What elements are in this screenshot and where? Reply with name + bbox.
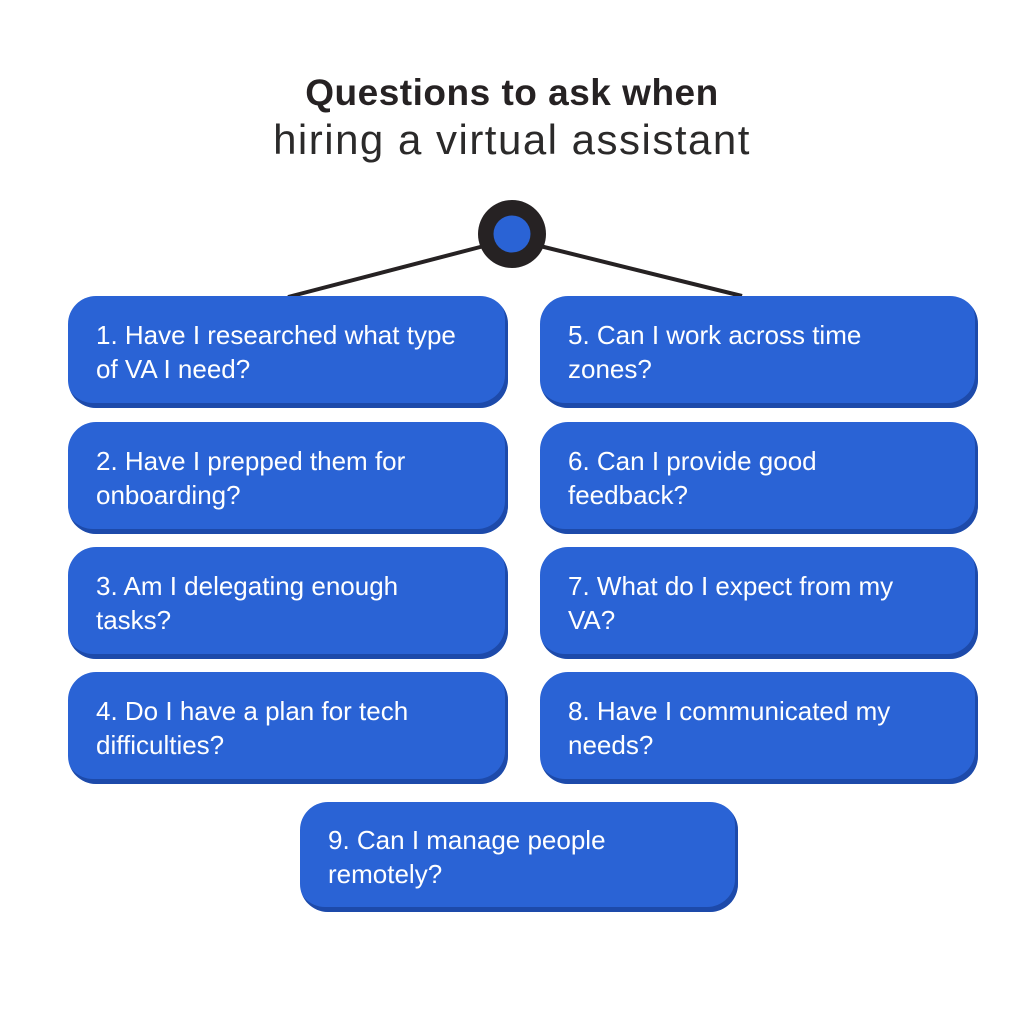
question-text-4: 4. Do I have a plan for tech difficultie… <box>96 695 409 760</box>
page-title: Questions to ask when hiring a virtual a… <box>0 72 1024 164</box>
root-node-ring-icon <box>478 200 546 268</box>
question-text-5: 5. Can I work across time zones? <box>568 319 862 384</box>
question-text-9: 9. Can I manage people remotely? <box>328 824 606 889</box>
question-text-1: 1. Have I researched what type of VA I n… <box>96 319 456 384</box>
question-card-7: 7. What do I expect from my VA? <box>540 547 978 659</box>
question-card-6: 6. Can I provide good feedback? <box>540 422 978 534</box>
question-text-2: 2. Have I prepped them for onboarding? <box>96 445 406 510</box>
connector-line-left <box>287 244 485 299</box>
question-card-4: 4. Do I have a plan for tech difficultie… <box>68 672 508 784</box>
question-card-9: 9. Can I manage people remotely? <box>300 802 738 912</box>
question-text-3: 3. Am I delegating enough tasks? <box>96 570 399 635</box>
question-card-5: 5. Can I work across time zones? <box>540 296 978 408</box>
title-line-2: hiring a virtual assistant <box>273 116 751 163</box>
question-card-8: 8. Have I communicated my needs? <box>540 672 978 784</box>
question-card-3: 3. Am I delegating enough tasks? <box>68 547 508 659</box>
question-text-7: 7. What do I expect from my VA? <box>568 570 894 635</box>
title-line-1: Questions to ask when <box>305 72 719 113</box>
question-text-8: 8. Have I communicated my needs? <box>568 695 891 760</box>
question-text-6: 6. Can I provide good feedback? <box>568 445 817 510</box>
question-card-1: 1. Have I researched what type of VA I n… <box>68 296 508 408</box>
question-card-2: 2. Have I prepped them for onboarding? <box>68 422 508 534</box>
connector-line-right <box>539 244 743 298</box>
root-node-dot-icon <box>493 215 531 253</box>
